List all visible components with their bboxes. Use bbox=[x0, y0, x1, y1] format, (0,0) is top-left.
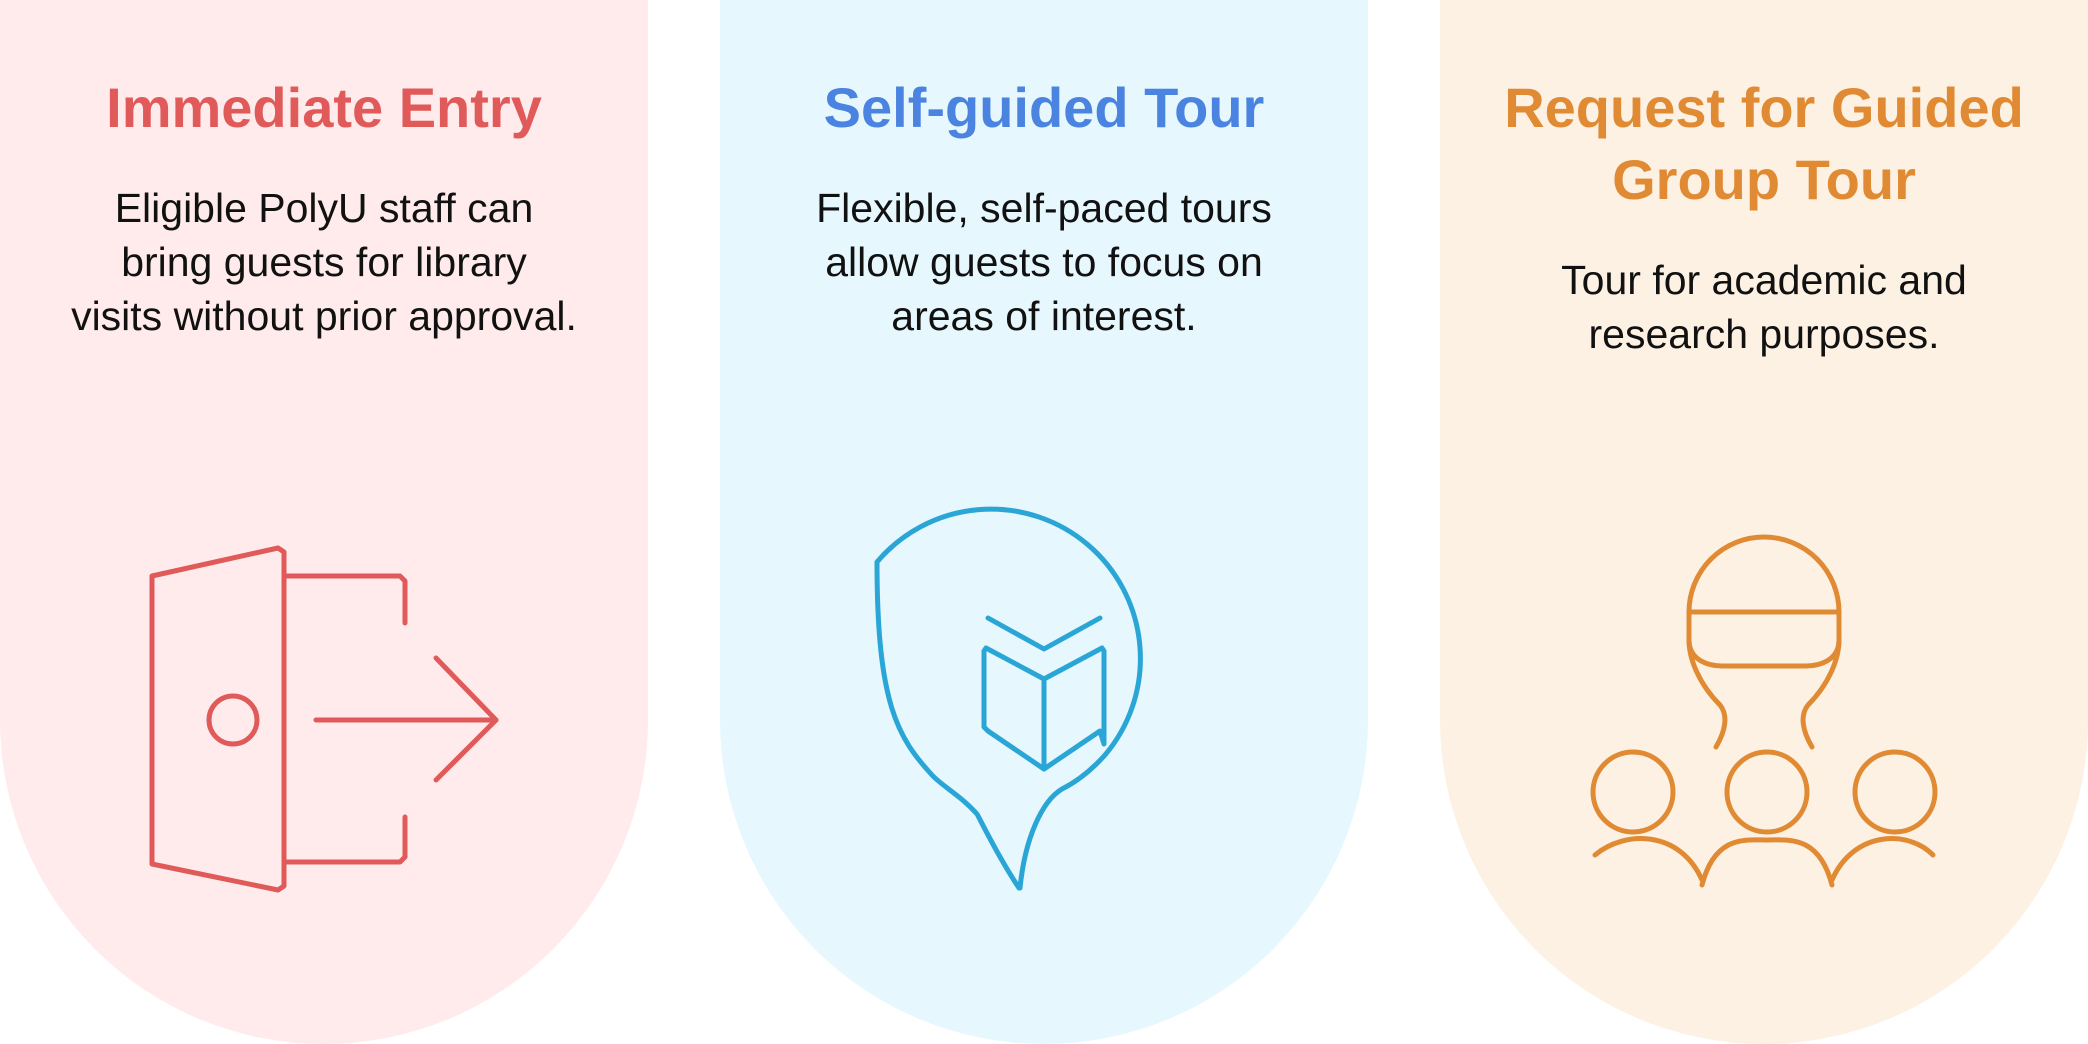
card-title: Self-guided Tour bbox=[823, 76, 1265, 139]
card-description: Eligible PolyU staff can bring guests fo… bbox=[71, 185, 577, 339]
card-title: Immediate Entry bbox=[106, 76, 542, 139]
card-title: Request for Guided Group Tour bbox=[1504, 76, 2024, 211]
card-immediate-entry: Immediate Entry Eligible PolyU staff can… bbox=[0, 0, 648, 1044]
door-exit-arrow-icon bbox=[149, 545, 499, 893]
card-self-guided-tour: Self-guided Tour Flexible, self-paced to… bbox=[720, 0, 1368, 1044]
card-description: Tour for academic and research purposes. bbox=[1561, 257, 1967, 357]
card-description: Flexible, self-paced tours allow guests … bbox=[816, 185, 1272, 339]
book-location-pin-icon bbox=[874, 506, 1143, 891]
card-request-guided-group-tour: Request for Guided Group Tour Tour for a… bbox=[1440, 0, 2088, 1044]
